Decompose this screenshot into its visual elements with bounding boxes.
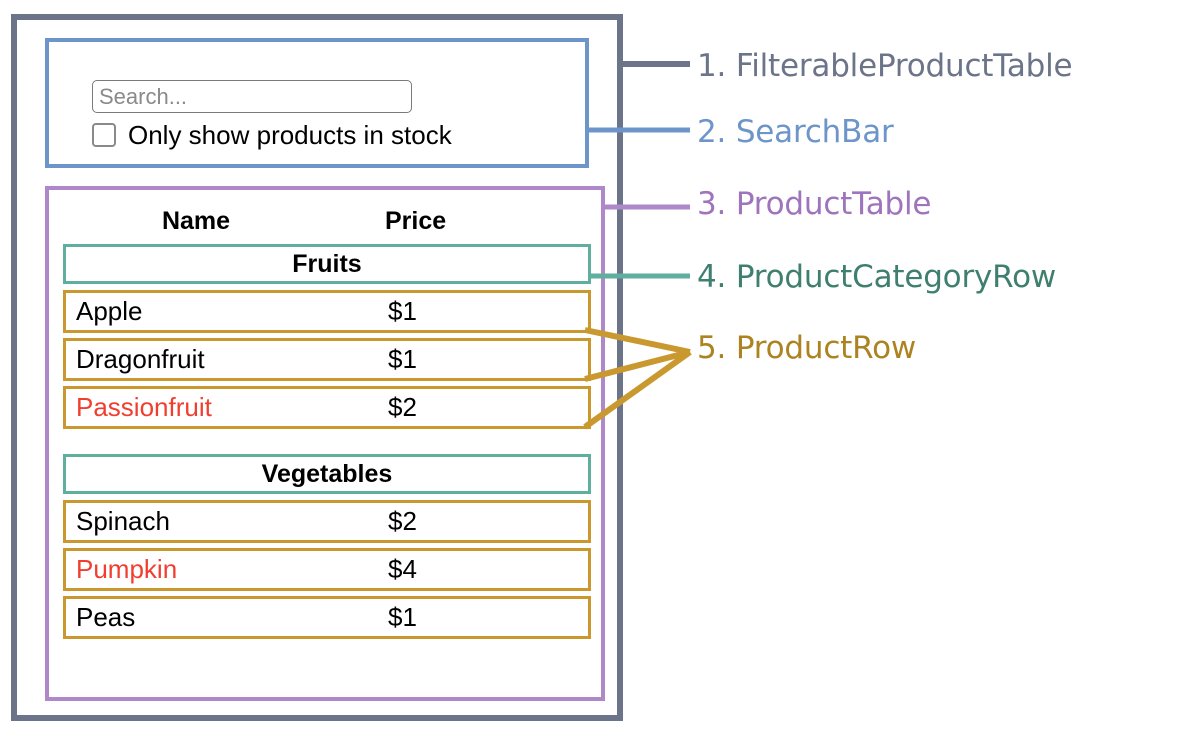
- category-gap: [63, 434, 591, 454]
- legend-item-search-bar: 2. SearchBar: [697, 114, 894, 150]
- legend-item-filterable-product-table: 1. FilterableProductTable: [697, 48, 1073, 84]
- product-name: Apple: [76, 296, 143, 326]
- product-row: Peas $1: [63, 596, 591, 639]
- column-header-price: Price: [385, 206, 447, 235]
- search-input[interactable]: [92, 80, 412, 113]
- product-name: Spinach: [76, 506, 170, 536]
- product-name: Pumpkin: [76, 554, 178, 584]
- product-name: Passionfruit: [76, 392, 212, 422]
- product-category-row: Vegetables: [63, 454, 591, 494]
- legend-item-product-row: 5. ProductRow: [697, 330, 917, 366]
- product-table-frame: Name Price Fruits Apple $1 Dragonfruit $…: [45, 186, 605, 701]
- legend-item-product-table: 3. ProductTable: [697, 186, 932, 222]
- product-price: $1: [388, 602, 417, 632]
- product-price: $2: [388, 506, 417, 536]
- search-bar-frame: Only show products in stock: [45, 38, 589, 168]
- product-price: $1: [388, 344, 417, 374]
- product-category-label: Vegetables: [261, 459, 393, 488]
- in-stock-checkbox[interactable]: [92, 123, 116, 147]
- product-category-row: Fruits: [63, 244, 591, 284]
- product-category-label: Fruits: [292, 249, 362, 278]
- product-row: Pumpkin $4: [63, 548, 591, 591]
- legend-item-product-category-row: 4. ProductCategoryRow: [697, 259, 1057, 295]
- column-header-name: Name: [161, 206, 231, 235]
- product-row: Apple $1: [63, 290, 591, 333]
- product-price: $4: [388, 554, 417, 584]
- product-name: Dragonfruit: [76, 344, 205, 374]
- product-row: Passionfruit $2: [63, 386, 591, 429]
- product-row: Spinach $2: [63, 500, 591, 543]
- product-row: Dragonfruit $1: [63, 338, 591, 381]
- table-header-row: Name Price: [63, 198, 591, 244]
- in-stock-filter-row[interactable]: Only show products in stock: [92, 122, 452, 148]
- product-table: Name Price Fruits Apple $1 Dragonfruit $…: [63, 198, 591, 644]
- product-price: $2: [388, 392, 417, 422]
- in-stock-checkbox-label: Only show products in stock: [128, 120, 452, 150]
- product-price: $1: [388, 296, 417, 326]
- product-name: Peas: [76, 602, 136, 632]
